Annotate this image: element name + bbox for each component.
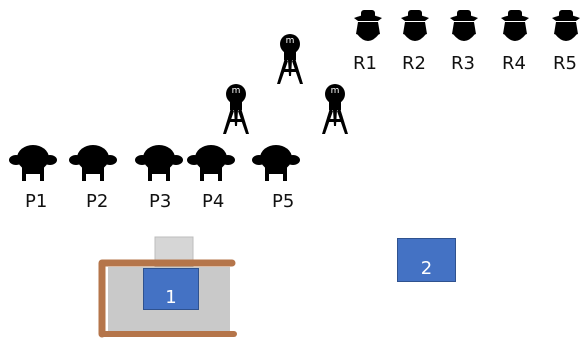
- hat-figure-icon: [450, 10, 478, 41]
- hat-figure-icon: [401, 10, 429, 41]
- station-box-1: 1: [143, 268, 199, 310]
- r2-label: R2: [402, 53, 426, 74]
- station-box-2-label: 2: [420, 258, 433, 279]
- tripod-camera-icon: m: [216, 82, 256, 138]
- r5-label: R5: [553, 53, 577, 74]
- station-box-1-label: 1: [165, 287, 177, 308]
- p4-label: P4: [202, 191, 225, 212]
- r3-label: R3: [451, 53, 475, 74]
- p2-label: P2: [86, 191, 109, 212]
- tripod-badge-text: m: [330, 86, 340, 96]
- hat-figure-icon: [501, 10, 529, 41]
- blob-figure-icon: [9, 145, 57, 181]
- r4-label: R4: [502, 53, 526, 74]
- hat-figure-icon: [552, 10, 580, 41]
- hat-figure-icon: [354, 10, 382, 41]
- blob-figure-icon: [69, 145, 117, 181]
- station-box-2: 2: [397, 238, 456, 282]
- blob-figure-icon: [135, 145, 183, 181]
- tripod-camera-icon: m: [315, 82, 355, 138]
- p5-label: P5: [272, 191, 295, 212]
- p1-label: P1: [25, 191, 48, 212]
- blob-figure-icon: [187, 145, 235, 181]
- tripod-camera-icon: m: [270, 32, 310, 88]
- r1-label: R1: [353, 53, 377, 74]
- tripod-badge-text: m: [285, 36, 295, 46]
- blob-figure-icon: [252, 145, 300, 181]
- tripod-badge-text: m: [231, 86, 241, 96]
- p3-label: P3: [149, 191, 172, 212]
